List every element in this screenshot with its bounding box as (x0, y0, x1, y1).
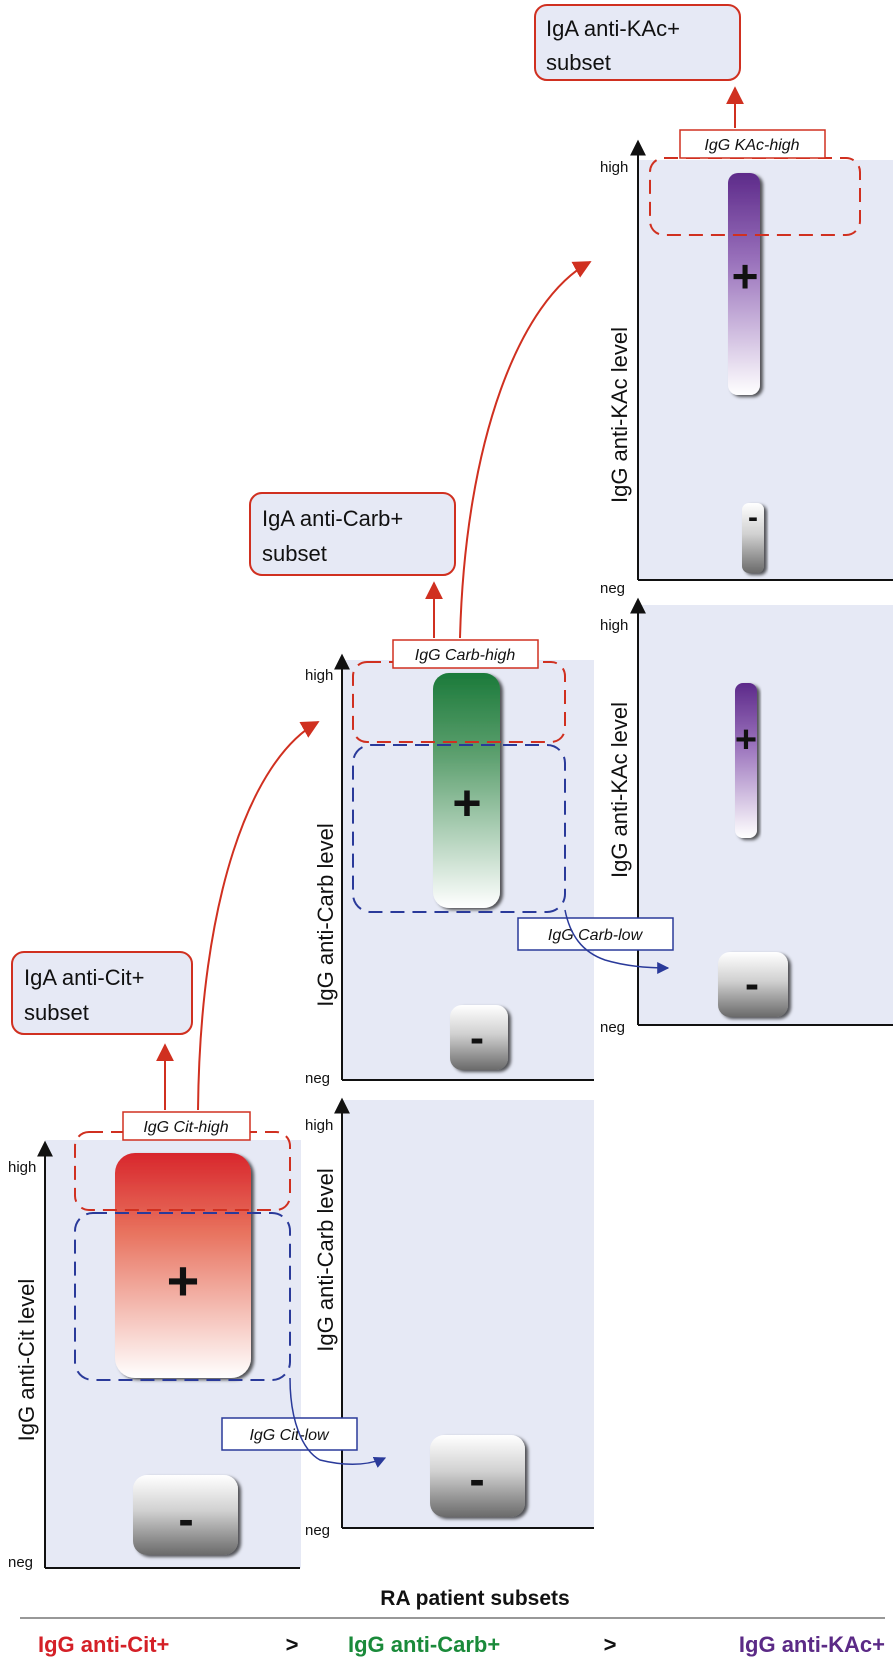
cit-to-carb-arrow (197, 721, 320, 1111)
carb-high-cut-box (392, 639, 539, 669)
carb-low-neg-label: neg (305, 1522, 330, 1539)
kac-ylabel: IgG anti-KAc level (607, 327, 632, 503)
kac-low-high-label: high (600, 617, 628, 634)
kac-subset-line1: IgA anti-KAc+ (546, 16, 680, 41)
carb-low-cut-box (517, 917, 674, 951)
cit-subset-line1: IgA anti-Cit+ (24, 965, 144, 990)
kac-low-minus-symbol: - (745, 960, 759, 1007)
carb-positive-bar (433, 673, 500, 908)
kac-plus-symbol: + (732, 250, 759, 302)
carb-to-kac-arrow (459, 261, 592, 639)
cit-low-arrow (289, 1377, 387, 1468)
carb-minus-symbol: - (470, 1014, 484, 1061)
carb-negative-box (450, 1005, 508, 1070)
kac-low-plus-symbol: + (735, 719, 757, 761)
carb-subset-line1: IgA anti-Carb+ (262, 506, 403, 531)
cit-low-cut-label: IgG Cit-low (249, 1427, 330, 1444)
cit-high-cut-box (122, 1111, 251, 1141)
carb-low-ylabel: IgG anti-Carb level (313, 1168, 338, 1351)
kac-negative-box (742, 503, 764, 573)
footer-item-cit: IgG anti-Cit+ (38, 1632, 169, 1657)
cit-subset-box (11, 951, 193, 1035)
footer-item-kac: IgG anti-KAc+ (739, 1632, 885, 1657)
footer-separator-2: > (604, 1632, 617, 1657)
kac-high-cut-box (679, 129, 826, 159)
footer-title: RA patient subsets (380, 1587, 569, 1610)
cit-ylabel: IgG anti-Cit level (14, 1279, 39, 1442)
axes (37, 139, 893, 1569)
carb-neg-label: neg (305, 1070, 330, 1087)
carb-low-region (352, 744, 566, 913)
kac-high-label: high (600, 159, 628, 176)
footer-item-carb: IgG anti-Carb+ (348, 1632, 500, 1657)
kac-positive-bar (728, 173, 760, 395)
carb-low-cut-label: IgG Carb-low (548, 927, 644, 944)
kac-low-neg-label: neg (600, 1019, 625, 1036)
kac-low-ylabel: IgG anti-KAc level (607, 702, 632, 878)
kac-subset-line2: subset (546, 50, 611, 75)
cit-low-region (74, 1212, 291, 1381)
carb-low-arrow (564, 909, 670, 974)
carb-low-minus-symbol: - (469, 1453, 484, 1505)
carb-high-label: high (305, 667, 333, 684)
cit-high-cut-label: IgG Cit-high (143, 1119, 228, 1136)
carb-subset-box (249, 492, 456, 576)
carb-low-negative-box (430, 1435, 525, 1517)
kac-neg-label: neg (600, 580, 625, 597)
carb-ylabel: IgG anti-Carb level (313, 823, 338, 1006)
cit-subset-line2: subset (24, 1000, 89, 1025)
cit-minus-symbol: - (178, 1493, 193, 1545)
footer-separator-1: > (286, 1632, 299, 1657)
kac-low-negative-box (718, 952, 788, 1017)
kac-subset-box (534, 4, 741, 81)
panel-kac-bg (638, 160, 893, 580)
kac-low-positive-bar (735, 683, 757, 838)
kac-minus-symbol: - (748, 501, 758, 534)
carb-subset-line2: subset (262, 541, 327, 566)
carb-high-cut-label: IgG Carb-high (415, 647, 516, 664)
cit-low-cut-box (221, 1417, 358, 1451)
cit-neg-label: neg (8, 1554, 33, 1571)
cit-negative-box (133, 1475, 238, 1555)
cit-plus-symbol: + (167, 1249, 200, 1312)
carb-plus-symbol: + (452, 775, 481, 831)
kac-high-cut-label: IgG KAc-high (704, 137, 799, 154)
carb-low-high-label: high (305, 1117, 333, 1134)
cit-high-label: high (8, 1159, 36, 1176)
